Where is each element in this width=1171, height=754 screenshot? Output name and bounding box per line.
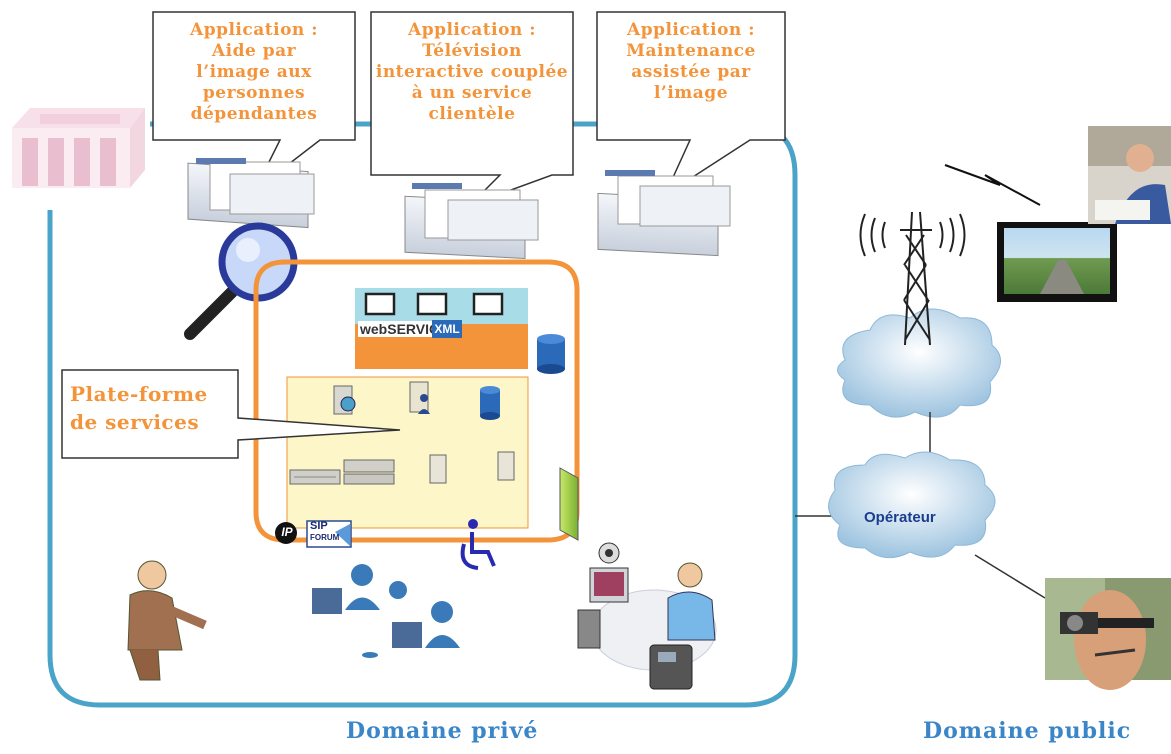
technician-icon <box>577 542 717 690</box>
callout-text-2: Application : Télévision interactive cou… <box>371 20 573 125</box>
platform-callout <box>61 369 401 459</box>
platform-frame <box>253 259 580 543</box>
tv-monitor-icon <box>997 222 1117 302</box>
app-window-1 <box>364 292 396 316</box>
sip-text: SIP FORUM <box>310 521 339 543</box>
sip-forum-label: FORUM <box>310 533 340 542</box>
database-icon-2 <box>480 386 500 420</box>
screens-stack-3 <box>597 170 731 257</box>
platform-label-line-2: de services <box>70 410 200 434</box>
app-window-3 <box>472 292 504 316</box>
callout-2-line-3: interactive couplée <box>375 62 569 82</box>
sip-forum-logo <box>306 520 352 548</box>
door-icon <box>559 467 579 541</box>
callout-3-line-2: Maintenance <box>626 41 756 61</box>
technician-photo <box>1045 578 1171 690</box>
ip-text: IP <box>281 525 293 539</box>
elderly-person-icon <box>127 560 207 681</box>
callout-3-line-3: assistée par <box>631 62 751 82</box>
callout-1-line-5: dépendantes <box>190 104 318 124</box>
database-icon <box>537 334 565 374</box>
server-icon-3 <box>497 451 515 481</box>
callout-2-line-5: clientèle <box>428 104 516 124</box>
ip-logo <box>275 522 297 544</box>
callout-2-line-1: Application : <box>408 20 536 40</box>
router-icon-2 <box>343 459 395 485</box>
server-icon-2 <box>429 454 447 484</box>
antenna-tower-icon <box>859 211 966 346</box>
callout-text-3: Application : Maintenance assistée par l… <box>597 20 785 104</box>
call-center-icon <box>312 564 460 658</box>
public-domain-label: Domaine public <box>923 718 1132 744</box>
xml-text: XML <box>434 322 460 336</box>
callout-1-line-4: personnes <box>202 83 306 103</box>
callout-text-1: Application : Aide par l’image aux perso… <box>153 20 355 125</box>
callout-1-line-1: Application : <box>190 20 318 40</box>
wireless-signal-icon <box>944 164 1041 206</box>
customer-photo <box>1088 126 1171 224</box>
magnifier-icon <box>184 222 298 340</box>
operator-cloud <box>828 451 996 559</box>
callout-box-3 <box>596 11 786 198</box>
platform-label-line-1: Plate-forme <box>70 382 208 406</box>
screens-stack-1 <box>187 158 315 229</box>
platform-label: Plate-forme de services <box>70 380 208 436</box>
callout-2-line-4: à un service <box>411 83 533 103</box>
app-window-2 <box>416 292 448 316</box>
sip-label: SIP <box>310 520 328 532</box>
server-icon-1 <box>333 385 356 415</box>
operator-label: Opérateur <box>864 509 936 526</box>
router-icon-1 <box>289 469 341 485</box>
callout-1-line-3: l’image aux <box>196 62 312 82</box>
private-domain-label: Domaine privé <box>346 718 539 744</box>
xml-logo: XML <box>432 320 462 338</box>
callout-2-line-2: Télévision <box>422 41 522 61</box>
callout-3-line-1: Application : <box>627 20 755 40</box>
screens-stack-2 <box>404 183 539 260</box>
callout-1-line-2: Aide par <box>211 41 297 61</box>
server-user-icon <box>409 381 430 414</box>
building-icon <box>12 108 145 188</box>
internet-cloud <box>837 308 1001 418</box>
callout-3-line-4: l’image <box>653 83 729 103</box>
accessibility-icon <box>460 519 496 570</box>
